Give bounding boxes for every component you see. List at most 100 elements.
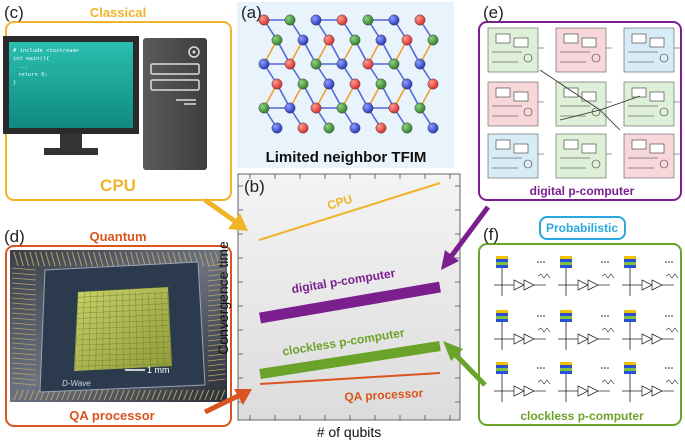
panel-c-letter: (c)	[4, 3, 24, 22]
tfim-lattice	[258, 14, 439, 134]
x-axis-label: # of qubits	[317, 424, 382, 440]
panel-d-header: Quantum	[89, 229, 146, 244]
tfim-caption: Limited neighbor TFIM	[266, 149, 427, 166]
lattice-node	[401, 78, 413, 90]
panel-d-letter: (d)	[4, 227, 25, 246]
lattice-node	[310, 102, 322, 114]
lattice-node	[388, 14, 400, 26]
lattice-node	[388, 58, 400, 70]
panel-f-frame	[478, 243, 682, 426]
lattice-node	[336, 14, 348, 26]
arrow-qa	[203, 389, 252, 415]
lattice-node	[271, 34, 283, 46]
svg-text:Probabilistic: Probabilistic	[546, 221, 618, 235]
monitor-icon	[3, 36, 139, 155]
lattice-node	[310, 58, 322, 70]
lattice-node	[271, 78, 283, 90]
cpu-tower-icon	[143, 38, 207, 170]
probabilistic-label: Probabilistic	[539, 216, 626, 240]
lattice-node	[323, 122, 335, 134]
arrow-digital	[441, 205, 491, 270]
panel-c-header: Classical	[90, 5, 146, 20]
clockless-pbit-cell	[558, 256, 615, 296]
panel-c: (c) Classical # include <iostream> int m…	[3, 3, 232, 201]
clockless-label: clockless p-computer	[520, 409, 644, 423]
qa-label: QA processor	[69, 408, 155, 423]
lattice-node	[401, 122, 413, 134]
panel-f-letter: (f)	[483, 225, 499, 244]
panel-a: (a) Limited neighbor TFIM	[237, 2, 454, 168]
panel-d: (d) Quantum D-Wave 1 mm QA processor	[4, 227, 232, 427]
lattice-node	[427, 78, 439, 90]
panel-b: (b) Convergence time # of qubits CPU dig…	[215, 173, 461, 440]
chart-ticks	[238, 174, 460, 420]
scale-label: 1 mm	[147, 365, 170, 375]
clockless-pbit-cell	[558, 310, 615, 350]
digital-pbit-cell	[487, 27, 544, 73]
arrow-clockless	[443, 341, 487, 387]
series-line-digital	[259, 281, 441, 324]
lattice-node	[323, 78, 335, 90]
clockless-pbit-cell	[494, 310, 551, 350]
panel-e-letter: (e)	[483, 3, 504, 22]
lattice-node	[375, 78, 387, 90]
digital-label: digital p-computer	[530, 184, 635, 198]
lattice-node	[375, 34, 387, 46]
lattice-node	[427, 122, 439, 134]
lattice-node	[427, 34, 439, 46]
series-label-qa: QA processor	[344, 386, 424, 404]
lattice-node	[362, 102, 374, 114]
panel-f: (f) clockless p-computer	[478, 225, 682, 426]
arrow-cpu	[203, 197, 248, 231]
lattice-node	[284, 58, 296, 70]
lattice-node	[271, 122, 283, 134]
panel-e: (e) digital p-computer	[478, 3, 682, 201]
lattice-node	[336, 58, 348, 70]
code-line-4: return 0;	[18, 72, 48, 78]
digital-pbit-cell	[623, 133, 680, 179]
lattice-node	[401, 34, 413, 46]
digital-pbit-cell	[623, 27, 680, 73]
lattice-node	[349, 34, 361, 46]
lattice-node	[375, 122, 387, 134]
lattice-node	[414, 58, 426, 70]
lattice-node	[414, 102, 426, 114]
clockless-pbit-cell	[622, 256, 679, 296]
cpu-label: CPU	[100, 176, 136, 195]
digital-pbit-cell	[555, 27, 612, 73]
digital-pbit-cell	[623, 81, 680, 127]
digital-pbit-cell	[555, 81, 612, 127]
code-line-1: # include <iostream>	[13, 48, 80, 54]
lattice-node	[284, 14, 296, 26]
clockless-pbit-cell	[558, 362, 615, 402]
lattice-node	[388, 102, 400, 114]
series-line-cpu	[258, 182, 441, 241]
lattice-node	[297, 122, 309, 134]
lattice-node	[323, 34, 335, 46]
lattice-node	[310, 14, 322, 26]
clockless-pbit-cell	[622, 362, 679, 402]
panel-a-bg	[237, 2, 454, 168]
digital-pbit-cell	[487, 81, 544, 127]
series-line-clockless	[259, 341, 441, 379]
clockless-pbit-cell	[622, 310, 679, 350]
y-axis-label: Convergence time	[215, 241, 231, 355]
chip-brand: D-Wave	[62, 379, 91, 388]
clockless-circuit-grid	[494, 256, 679, 402]
clockless-pbit-cell	[494, 362, 551, 402]
lattice-node	[258, 14, 270, 26]
panel-a-letter: (a)	[241, 3, 262, 22]
lattice-node	[414, 14, 426, 26]
clockless-pbit-cell	[494, 256, 551, 296]
lattice-node	[349, 78, 361, 90]
code-line-5: }	[13, 80, 16, 86]
connector-arrows	[203, 197, 491, 415]
series-line-qa	[259, 372, 441, 385]
qa-chip-photo: D-Wave 1 mm	[10, 250, 227, 402]
lattice-node	[297, 34, 309, 46]
lattice-node	[284, 102, 296, 114]
digital-circuit-grid	[487, 27, 680, 179]
digital-pbit-cell	[487, 133, 544, 179]
lattice-node	[258, 102, 270, 114]
